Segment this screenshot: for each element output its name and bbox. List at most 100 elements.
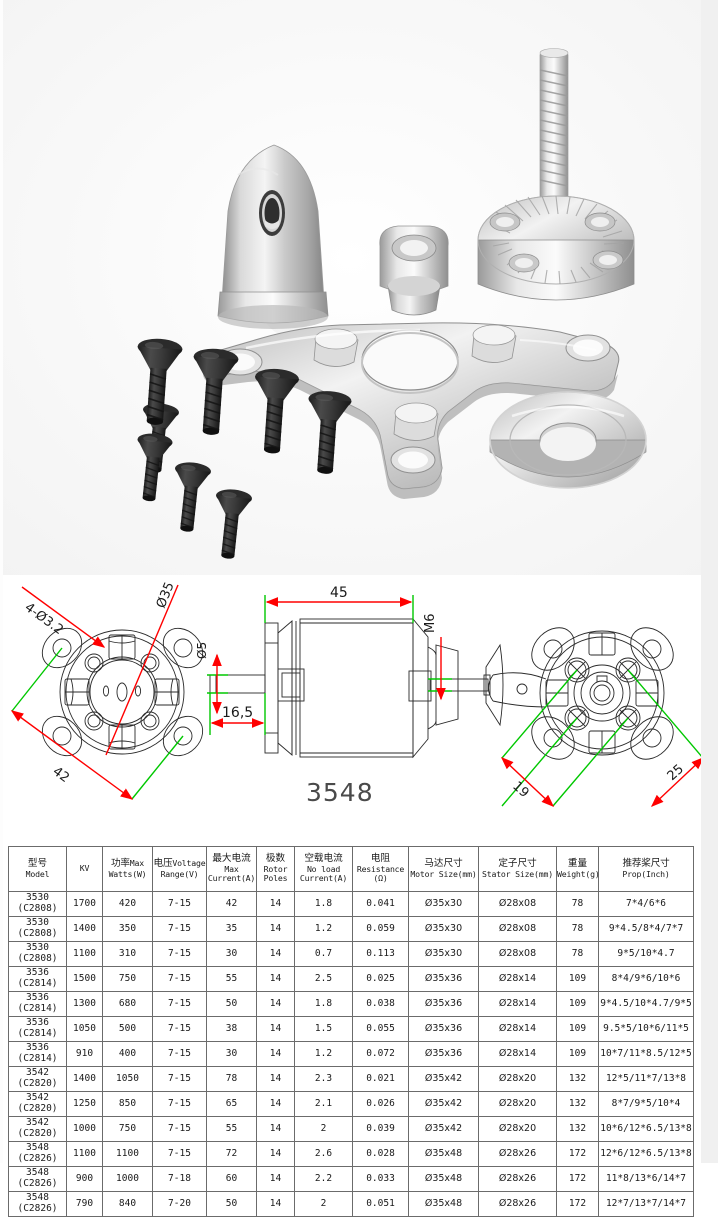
model-code: (C2814) — [17, 978, 58, 989]
cell-motor-size: Ø35x48 — [408, 1166, 479, 1192]
cell-max-watts: 400 — [102, 1041, 153, 1067]
cell-model: 3548(C2826) — [8, 1166, 67, 1192]
cell-model: 3536(C2814) — [8, 991, 67, 1017]
cell-weight: 172 — [556, 1191, 599, 1217]
cell-prop-size: 8*7/9*5/10*4 — [598, 1091, 694, 1117]
cell-rotor-poles: 14 — [256, 966, 295, 992]
cell-voltage-range: 7-15 — [152, 1041, 207, 1067]
cell-stator-size: Ø28x26 — [478, 1191, 557, 1217]
cell-max-watts: 350 — [102, 916, 153, 942]
cell-weight: 132 — [556, 1066, 599, 1092]
col-header-no-load-current: 空载电流 No load Current(A) — [294, 846, 353, 892]
cell-resistance: 0.041 — [352, 891, 409, 917]
spec-table-container: 型号 Model KV 功率Max Watts(W) 电压Voltage Ran… — [8, 846, 694, 1217]
cell-stator-size: Ø28x08 — [478, 941, 557, 967]
cell-no-load-current: 1.8 — [294, 891, 353, 917]
cell-rotor-poles: 14 — [256, 991, 295, 1017]
cell-kv: 790 — [66, 1191, 103, 1217]
cell-weight: 109 — [556, 1016, 599, 1042]
cell-prop-size: 10*7/11*8.5/12*5 — [598, 1041, 694, 1067]
cell-no-load-current: 1.2 — [294, 1041, 353, 1067]
cell-no-load-current: 2.1 — [294, 1091, 353, 1117]
cell-kv: 1400 — [66, 916, 103, 942]
cell-voltage-range: 7-15 — [152, 991, 207, 1017]
model-code: (C2814) — [17, 1053, 58, 1064]
cell-prop-size: 9*5/10*4.7 — [598, 941, 694, 967]
cell-stator-size: Ø28x26 — [478, 1166, 557, 1192]
model-number: 3542 — [26, 1067, 49, 1079]
model-code: (C2808) — [17, 903, 58, 914]
cell-model: 3530(C2808) — [8, 891, 67, 917]
cell-rotor-poles: 14 — [256, 1066, 295, 1092]
cell-prop-size: 9.5*5/10*6/11*5 — [598, 1016, 694, 1042]
cell-max-watts: 850 — [102, 1091, 153, 1117]
cell-no-load-current: 2 — [294, 1191, 353, 1217]
cell-motor-size: Ø35x36 — [408, 1016, 479, 1042]
col-header-model: 型号 Model — [8, 846, 67, 892]
cell-resistance: 0.059 — [352, 916, 409, 942]
cell-model: 3542(C2820) — [8, 1116, 67, 1142]
drawing-right-rear-view — [488, 627, 674, 760]
cell-no-load-current: 1.8 — [294, 991, 353, 1017]
cell-weight: 78 — [556, 941, 599, 967]
cell-max-current: 50 — [206, 991, 257, 1017]
cell-model: 3542(C2820) — [8, 1066, 67, 1092]
cell-voltage-range: 7-15 — [152, 916, 207, 942]
cell-kv: 910 — [66, 1041, 103, 1067]
mount-tab-part — [379, 225, 449, 316]
cell-weight: 109 — [556, 966, 599, 992]
cell-weight: 172 — [556, 1166, 599, 1192]
cell-resistance: 0.051 — [352, 1191, 409, 1217]
col-header-stator-size: 定子尺寸 Stator Size(mm) — [478, 846, 557, 892]
model-number: 3548 — [26, 1142, 49, 1154]
cell-resistance: 0.072 — [352, 1041, 409, 1067]
cell-max-current: 38 — [206, 1016, 257, 1042]
cell-max-watts: 420 — [102, 891, 153, 917]
cell-resistance: 0.038 — [352, 991, 409, 1017]
col-header-prop-size: 推荐桨尺寸Prop(Inch) — [598, 846, 694, 892]
cell-max-current: 42 — [206, 891, 257, 917]
cell-max-current: 30 — [206, 1041, 257, 1067]
cell-stator-size: Ø28x14 — [478, 1016, 557, 1042]
cell-rotor-poles: 14 — [256, 1016, 295, 1042]
dim-label-hole-pattern: 4-Ø3.2 — [22, 600, 66, 638]
cell-model: 3536(C2814) — [8, 1041, 67, 1067]
cell-no-load-current: 0.7 — [294, 941, 353, 967]
cell-voltage-range: 7-15 — [152, 966, 207, 992]
cell-max-current: 55 — [206, 1116, 257, 1142]
page-left-margin — [0, 0, 3, 1163]
cell-model: 3530(C2808) — [8, 941, 67, 967]
cell-kv: 900 — [66, 1166, 103, 1192]
cell-prop-size: 7*4/6*6 — [598, 891, 694, 917]
cell-prop-size: 12*7/13*7/14*7 — [598, 1191, 694, 1217]
cell-motor-size: Ø35x30 — [408, 891, 479, 917]
cell-model: 3530(C2808) — [8, 916, 67, 942]
cell-resistance: 0.021 — [352, 1066, 409, 1092]
cell-max-current: 50 — [206, 1191, 257, 1217]
col-header-kv: KV — [66, 846, 103, 892]
cell-stator-size: Ø28x20 — [478, 1116, 557, 1142]
cell-max-current: 35 — [206, 916, 257, 942]
cell-no-load-current: 1.5 — [294, 1016, 353, 1042]
model-code: (C2826) — [17, 1153, 58, 1164]
cell-voltage-range: 7-15 — [152, 891, 207, 917]
model-code: (C2808) — [17, 928, 58, 939]
model-number: 3530 — [26, 942, 49, 954]
cell-no-load-current: 2.3 — [294, 1066, 353, 1092]
cell-resistance: 0.039 — [352, 1116, 409, 1142]
cell-prop-size: 10*6/12*6.5/13*8 — [598, 1116, 694, 1142]
col-header-motor-size: 马达尺寸 Motor Size(mm) — [408, 846, 479, 892]
cell-weight: 78 — [556, 891, 599, 917]
cell-prop-size: 11*8/13*6/14*7 — [598, 1166, 694, 1192]
cell-max-current: 55 — [206, 966, 257, 992]
cell-max-current: 78 — [206, 1066, 257, 1092]
cell-prop-size: 8*4/9*6/10*6 — [598, 966, 694, 992]
product-photo — [0, 0, 701, 575]
cell-stator-size: Ø28x14 — [478, 991, 557, 1017]
